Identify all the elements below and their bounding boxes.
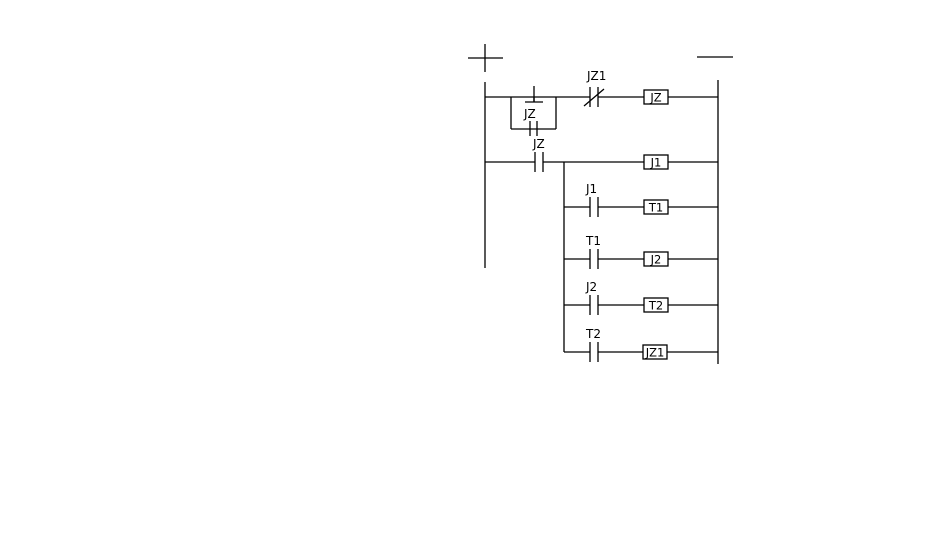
rung-5: J2 T2	[564, 280, 718, 315]
rung-3: J1 T1	[564, 182, 718, 217]
coil-label: JZ	[649, 91, 661, 105]
coil: T1	[643, 199, 669, 215]
coil: J1	[643, 154, 669, 170]
rung-4: T1 J2	[564, 234, 718, 269]
rung-1: JZ1 JZ JZ	[485, 69, 718, 136]
contact-label: J2	[585, 280, 597, 294]
normally-open-contact	[589, 342, 599, 362]
contact-label: JZ	[523, 107, 536, 121]
coil: JZ1	[642, 344, 668, 360]
normally-open-contact	[534, 152, 544, 172]
contact-label: T2	[585, 327, 601, 341]
coil: JZ	[643, 89, 669, 105]
coil-label: J2	[650, 253, 662, 267]
normally-closed-contact	[583, 87, 605, 107]
contact-label: JZ1	[586, 69, 606, 83]
coil-label: T1	[648, 201, 663, 215]
coil: J2	[643, 251, 669, 267]
normally-open-contact	[589, 295, 599, 315]
seal-in-branch: JZ	[510, 86, 557, 136]
rung-6: T2 JZ1	[564, 327, 718, 362]
contact-label: J1	[585, 182, 597, 196]
normally-open-contact	[589, 249, 599, 269]
coil: T2	[643, 297, 669, 313]
coil-label: J1	[650, 156, 662, 170]
contact-label: T1	[585, 234, 601, 248]
crosshair-cursor-icon	[468, 44, 503, 72]
rung-2: JZ J1	[485, 137, 718, 172]
normally-open-contact	[589, 197, 599, 217]
coil-label: JZ1	[645, 346, 665, 360]
contact-label: JZ	[532, 137, 545, 151]
coil-label: T2	[648, 299, 663, 313]
